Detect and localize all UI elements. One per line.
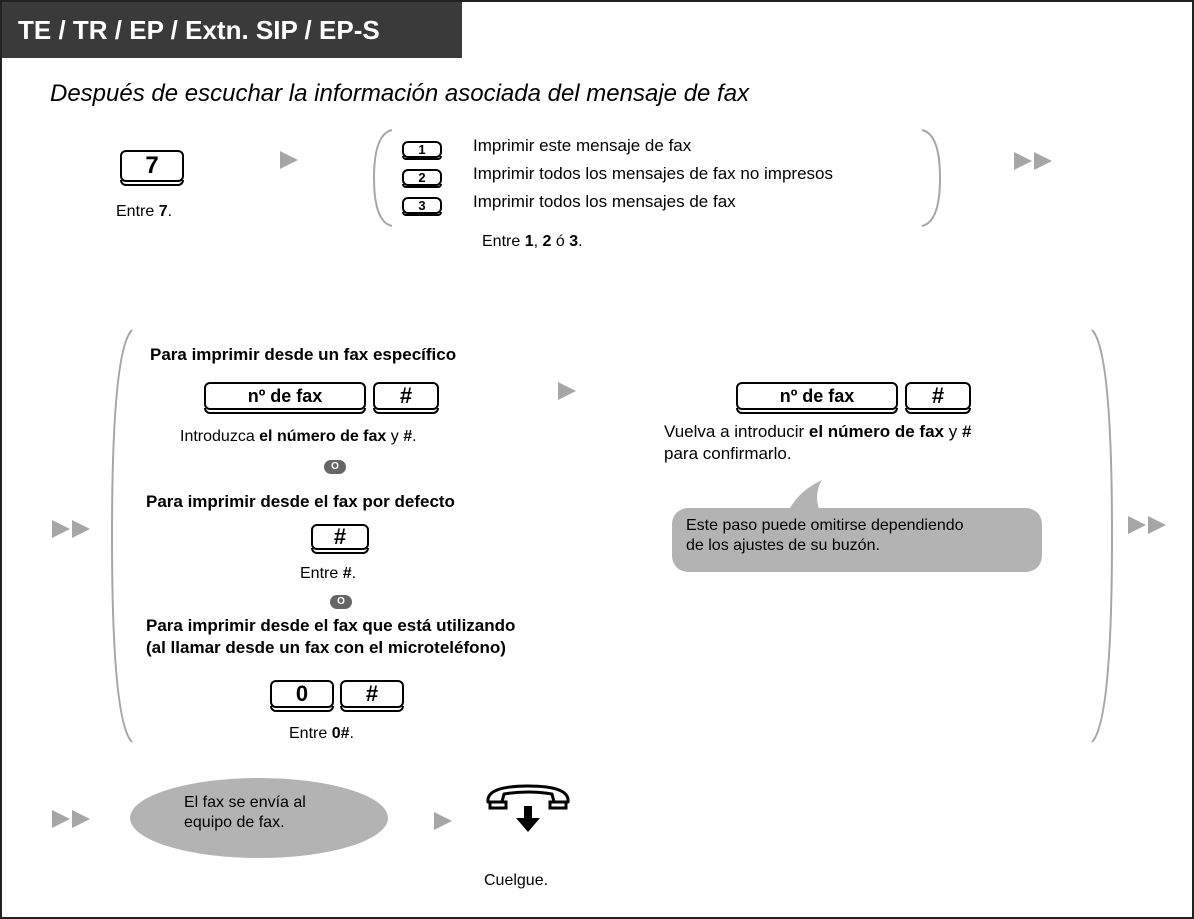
- hangup-arrow-icon: [434, 812, 452, 830]
- hash-key: #: [373, 382, 439, 414]
- confirm-hash-key: #: [905, 382, 971, 414]
- option-label-1: Imprimir este mensaje de fax: [473, 136, 692, 155]
- result-line1: El fax se envía al: [184, 794, 306, 811]
- fax-number-key: nº de fax: [204, 382, 366, 414]
- confirm-arrow-icon: [558, 382, 576, 400]
- option-label-3: Imprimir todos los mensajes de fax: [473, 192, 736, 211]
- big-left-paren-icon: [110, 329, 133, 743]
- confirm-caption-line1: Vuelva a introducir el número de fax y #: [664, 422, 972, 441]
- or-badge-2: O: [330, 595, 352, 609]
- option-label-2: Imprimir todos los mensajes de fax no im…: [473, 164, 833, 183]
- key-7: 7: [120, 150, 184, 186]
- step1-caption: Entre 7.: [116, 203, 173, 220]
- or-badge-1: O: [324, 460, 346, 474]
- default-hash-key: #: [311, 524, 369, 554]
- big-right-paren-icon: [1091, 329, 1114, 743]
- specific-fax-caption: Introduzca el número de fax y #.: [180, 428, 417, 445]
- page-title: TE / TR / EP / Extn. SIP / EP-S: [18, 15, 380, 45]
- default-fax-caption: Entre #.: [300, 565, 357, 582]
- zero-key: 0: [270, 680, 334, 712]
- right-paren-icon: [921, 129, 942, 227]
- subtitle: Después de escuchar la información asoci…: [50, 80, 750, 107]
- hangup-caption: Cuelgue.: [484, 872, 549, 889]
- current-fax-heading-line2: (al llamar desde un fax con el microtelé…: [146, 638, 506, 657]
- confirm-caption-line2: para confirmarlo.: [664, 444, 792, 463]
- default-fax-heading: Para imprimir desde el fax por defecto: [146, 492, 455, 511]
- double-arrow-in-icon: [52, 520, 90, 538]
- result-bubble: El fax se envía al equipo de fax.: [130, 778, 388, 858]
- double-arrow-result-icon: [52, 810, 90, 828]
- note-bubble: Este paso puede omitirse dependiendo de …: [672, 508, 1042, 572]
- result-line2: equipo de fax.: [184, 814, 285, 831]
- note-line2: de los ajustes de su buzón.: [686, 537, 880, 554]
- specific-fax-heading: Para imprimir desde un fax específico: [150, 345, 457, 364]
- title-bar: TE / TR / EP / Extn. SIP / EP-S: [2, 2, 462, 58]
- left-paren-icon: [372, 129, 393, 227]
- next-arrow-icon: [280, 151, 298, 169]
- current-fax-caption: Entre 0#.: [289, 725, 354, 742]
- hang-up-handset-icon: [486, 784, 570, 832]
- option-key-2: 2: [402, 169, 442, 188]
- double-arrow-icon: [1014, 152, 1052, 170]
- current-hash-key: #: [340, 680, 404, 712]
- confirm-fax-number-key: nº de fax: [736, 382, 898, 414]
- note-bubble-tail-icon: [786, 480, 822, 516]
- double-arrow-out-icon: [1128, 516, 1166, 534]
- options-caption: Entre 1, 2 ó 3.: [482, 233, 583, 250]
- option-key-1: 1: [402, 141, 442, 160]
- note-line1: Este paso puede omitirse dependiendo: [686, 517, 964, 534]
- option-key-3: 3: [402, 197, 442, 216]
- current-fax-heading-line1: Para imprimir desde el fax que está util…: [146, 616, 516, 635]
